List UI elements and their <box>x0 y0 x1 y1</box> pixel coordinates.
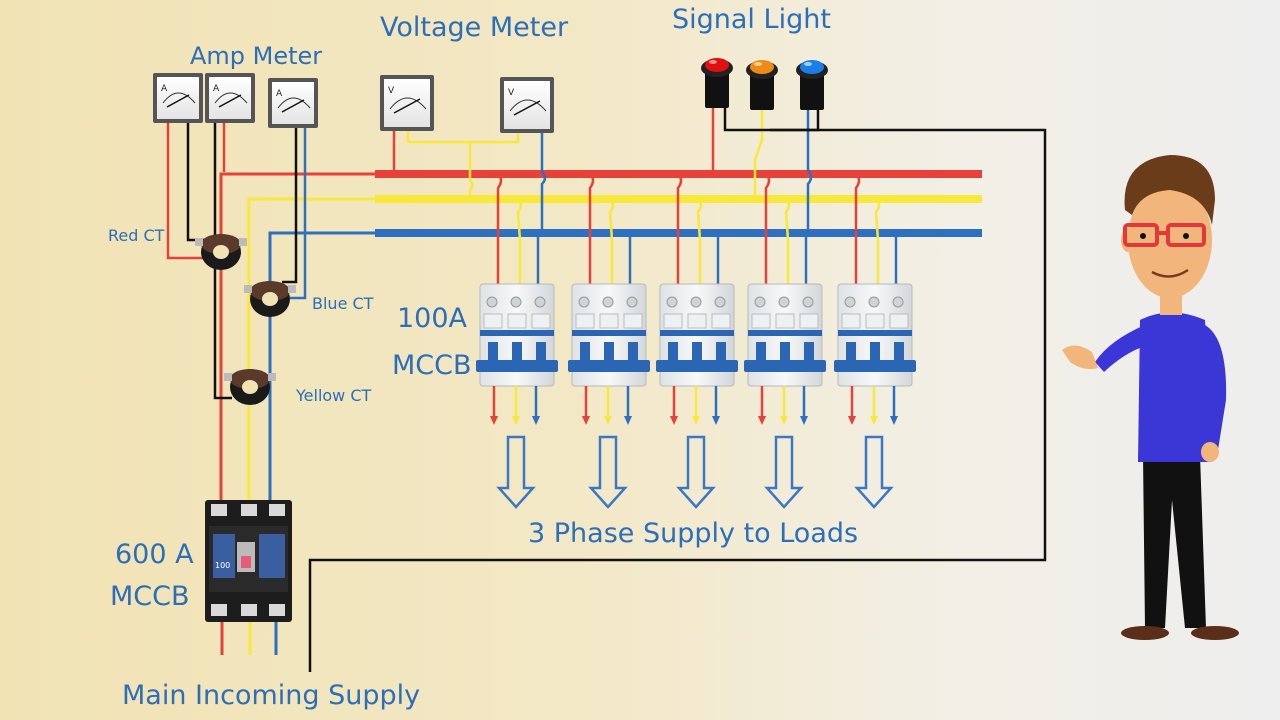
loads-caption: 3 Phase Supply to Loads <box>528 518 859 549</box>
down-arrow-icon <box>764 435 804 509</box>
mccb-drop-1 <box>496 173 540 288</box>
down-arrow-icon <box>496 435 536 509</box>
down-arrow-icon <box>676 435 716 509</box>
mccb-100-rating-label: 100A <box>397 303 468 334</box>
blue-ct-icon <box>244 281 296 317</box>
voltmeter-2: V <box>500 77 554 133</box>
yellow-ct-icon <box>224 369 276 405</box>
amp-unit-label: A <box>161 84 168 94</box>
load-arrow-group-4 <box>758 386 808 509</box>
voltmeter-1: V <box>380 75 434 131</box>
amp-meter-yellow: A <box>205 73 255 123</box>
mccb-100a-2 <box>568 283 650 387</box>
blue-lamp-icon <box>796 60 828 110</box>
amp-unit-label: A <box>213 84 220 94</box>
load-outputs <box>490 386 898 509</box>
load-arrow-group-1 <box>490 386 540 509</box>
amp-meter-red: A <box>153 73 203 123</box>
mccb-drop-2 <box>588 173 632 288</box>
down-arrow-icon <box>854 435 894 509</box>
mccb-100a-1 <box>476 283 558 387</box>
presenter-figure <box>1062 155 1239 640</box>
load-arrow-group-3 <box>670 386 720 509</box>
load-arrow-group-2 <box>582 386 632 509</box>
mccb-100a-3 <box>656 283 738 387</box>
amp-meters: A A A <box>153 73 318 128</box>
mccb-drops <box>496 173 898 288</box>
mccb-100a-5 <box>834 283 916 387</box>
volt-unit-label: V <box>388 86 395 96</box>
blue-ct-label: Blue CT <box>312 294 374 313</box>
mccb-rating-plate: 100 <box>215 561 230 570</box>
load-arrow-group-5 <box>848 386 898 509</box>
red-ct-icon <box>195 234 247 270</box>
mccb-600-rating-label: 600 A <box>115 539 194 570</box>
signal-wires <box>308 106 1047 672</box>
voltage-meters: V V <box>380 75 554 133</box>
branch-mccbs <box>476 283 916 387</box>
incoming-supply-caption: Main Incoming Supply <box>122 680 421 711</box>
voltmeter-wires <box>392 130 547 233</box>
red-ct-label: Red CT <box>108 226 165 245</box>
signal-lamps <box>701 58 828 110</box>
yellow-ct-label: Yellow CT <box>296 386 372 405</box>
main-mccb-600a: 100 <box>205 500 292 622</box>
mccb-100-type-label: MCCB <box>392 350 472 381</box>
red-lamp-icon <box>701 58 733 108</box>
mccb-100a-4 <box>744 283 826 387</box>
signal-light-label: Signal Light <box>672 4 831 35</box>
ct-wires <box>166 122 307 400</box>
current-transformers <box>195 234 296 405</box>
orange-lamp-icon <box>746 60 778 110</box>
amp-unit-label: A <box>276 89 283 99</box>
amp-meter-label: Amp Meter <box>190 42 323 70</box>
amp-meter-blue: A <box>268 78 318 128</box>
mccb-drop-3 <box>676 173 720 288</box>
voltage-meter-label: Voltage Meter <box>380 12 569 43</box>
neutral-return <box>308 128 1047 672</box>
volt-unit-label: V <box>508 88 515 98</box>
mccb-600-type-label: MCCB <box>110 581 190 612</box>
mccb-drop-5 <box>854 173 898 288</box>
mccb-drop-4 <box>764 173 808 288</box>
down-arrow-icon <box>588 435 628 509</box>
